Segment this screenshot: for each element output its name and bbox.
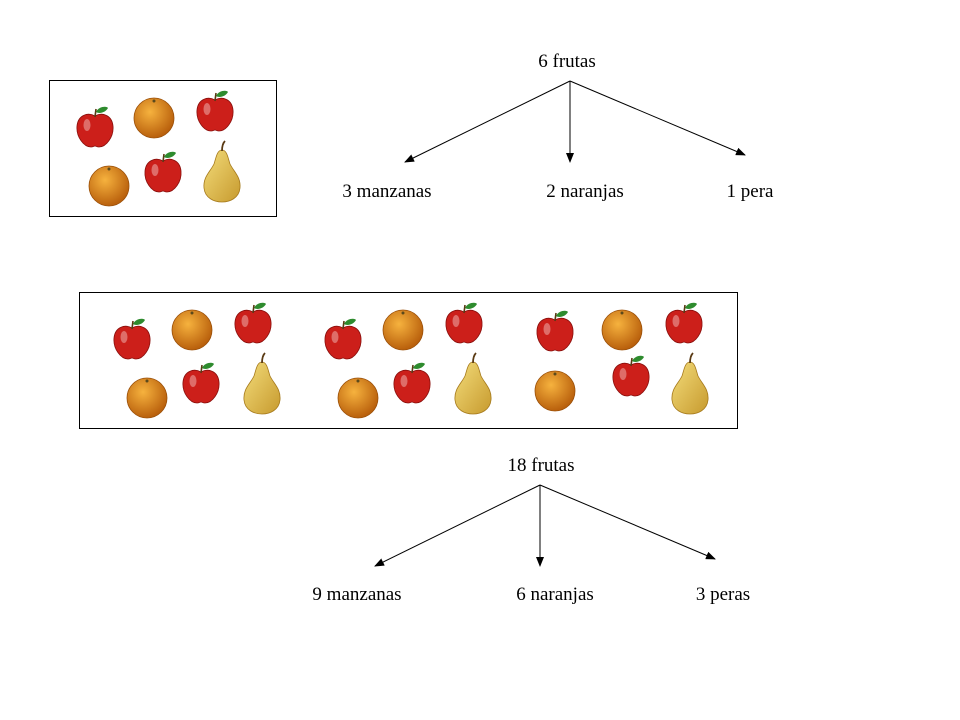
apple-icon — [144, 151, 182, 193]
apple-icon — [665, 302, 703, 344]
orange-icon — [171, 309, 213, 351]
pear-icon — [454, 352, 492, 415]
apple-icon — [196, 90, 234, 132]
orange-icon — [133, 97, 175, 139]
arrow-to-pera — [569, 80, 746, 156]
pear-icon — [671, 352, 709, 415]
apple-icon — [612, 355, 650, 397]
apple-icon — [76, 106, 114, 148]
total-label: 18 frutas — [507, 455, 575, 476]
apple-icon — [324, 318, 362, 360]
orange-icon — [534, 370, 576, 412]
orange-icon — [337, 377, 379, 419]
apple-icon — [113, 318, 151, 360]
arrow-to-manzanas — [404, 80, 571, 163]
branch-label-naranjas: 2 naranjas — [546, 181, 624, 202]
arrow-to-manzanas — [374, 484, 541, 567]
branch-label-naranjas: 6 naranjas — [516, 584, 594, 605]
branch-label-peras: 3 peras — [695, 584, 751, 605]
arrow-to-peras — [539, 484, 716, 560]
orange-icon — [382, 309, 424, 351]
apple-icon — [182, 362, 220, 404]
orange-icon — [601, 309, 643, 351]
apple-icon — [445, 302, 483, 344]
branch-label-manzanas: 9 manzanas — [312, 584, 402, 605]
apple-icon — [536, 310, 574, 352]
branch-label-pera: 1 pera — [726, 181, 774, 202]
total-label: 6 frutas — [538, 51, 596, 72]
pear-icon — [203, 140, 241, 203]
orange-icon — [126, 377, 168, 419]
orange-icon — [88, 165, 130, 207]
apple-icon — [393, 362, 431, 404]
branch-label-manzanas: 3 manzanas — [342, 181, 432, 202]
apple-icon — [234, 302, 272, 344]
pear-icon — [243, 352, 281, 415]
